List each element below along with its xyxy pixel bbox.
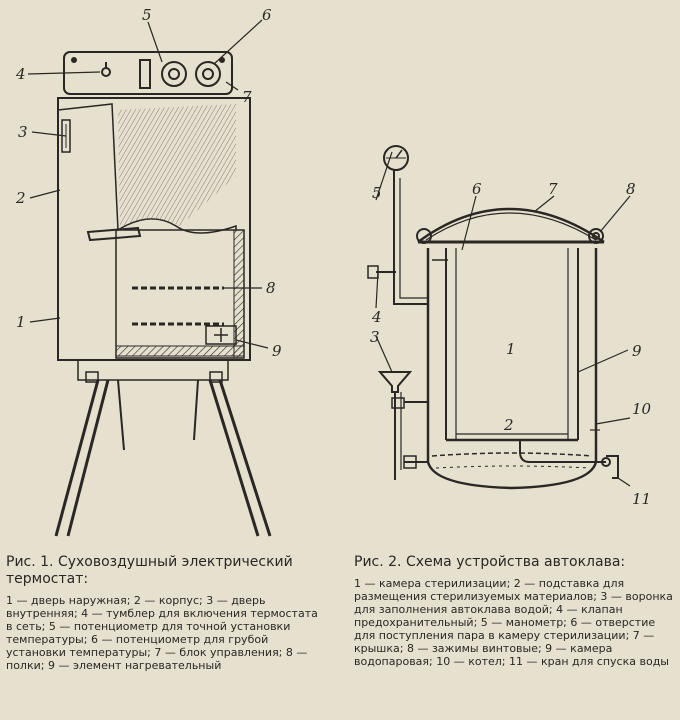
fine-potentiometer-center	[168, 68, 180, 80]
fig1-label-2: 2	[15, 189, 26, 207]
fig1-label-5: 5	[142, 6, 152, 24]
fig2-label-2: 2	[503, 416, 514, 434]
leg-front-right	[208, 379, 260, 537]
drain-pipe	[519, 440, 606, 463]
fig1-label-7: 7	[242, 88, 252, 106]
coarse-potentiometer	[195, 61, 221, 87]
fig2-label-1: 1	[506, 340, 516, 358]
drain-tap	[606, 455, 619, 479]
rear-block	[205, 325, 237, 345]
figure2-drawing	[367, 145, 631, 490]
figures-canvas: 4 5 6 7 3 2 8 1 9	[15, 6, 652, 537]
figure2-legend: 1 — камера стерилизации; 2 — подставка д…	[354, 577, 673, 668]
fig1-label-4: 4	[15, 65, 26, 83]
fig2-label-5: 5	[372, 184, 382, 202]
fig1-label-8: 8	[266, 279, 276, 297]
leg-rear-right	[193, 379, 199, 441]
fig2-label-7: 7	[548, 180, 558, 198]
heating-element-side	[233, 229, 245, 359]
figure1-title: Рис. 1. Суховоздушный электрический терм…	[6, 554, 293, 587]
figure2-labels: 5 6 7 8 4 3 1 9 2 10 11	[370, 180, 652, 508]
fine-potentiometer	[161, 61, 187, 87]
heating-element-bottom	[115, 345, 245, 357]
fig2-label-9: 9	[632, 342, 642, 360]
manometer	[383, 145, 409, 171]
fig1-label-3: 3	[18, 123, 28, 141]
leg-front-left	[54, 379, 100, 537]
door-handle	[86, 226, 142, 242]
figure1-drawing	[27, 19, 272, 537]
water-level	[431, 452, 593, 457]
fig2-label-11: 11	[632, 490, 651, 508]
screw-clamp-left	[416, 228, 432, 244]
fig2-label-8: 8	[626, 180, 636, 198]
thermometer-window	[139, 59, 151, 89]
fig1-label-1: 1	[16, 313, 26, 331]
outer-door	[57, 103, 237, 234]
screw-clamp-right	[588, 228, 604, 244]
inner-chamber	[115, 229, 245, 359]
lid	[417, 207, 605, 244]
fig2-label-10: 10	[632, 400, 652, 418]
figure1-legend: 1 — дверь наружная; 2 — корпус; 3 — двер…	[6, 594, 318, 672]
coarse-potentiometer-center	[202, 68, 214, 80]
toggle-switch	[101, 67, 111, 77]
boiler	[426, 248, 598, 490]
fig1-label-9: 9	[272, 342, 282, 360]
fig1-label-6: 6	[262, 6, 272, 24]
figure1-labels: 4 5 6 7 3 2 8 1 9	[15, 6, 282, 360]
funnel	[377, 371, 413, 393]
figure2-caption: Рис. 2. Схема устройства автоклава: 1 — …	[354, 554, 674, 668]
pressure-pipe	[393, 170, 428, 305]
fig2-label-6: 6	[472, 180, 482, 198]
fig2-label-3: 3	[370, 328, 380, 346]
leg-rear-left	[117, 379, 125, 451]
figure2-title: Рис. 2. Схема устройства автоклава:	[354, 554, 626, 570]
stand-frame	[77, 359, 229, 381]
figure1-caption: Рис. 1. Суховоздушный электрический терм…	[6, 554, 326, 672]
fig2-label-4: 4	[371, 308, 382, 326]
